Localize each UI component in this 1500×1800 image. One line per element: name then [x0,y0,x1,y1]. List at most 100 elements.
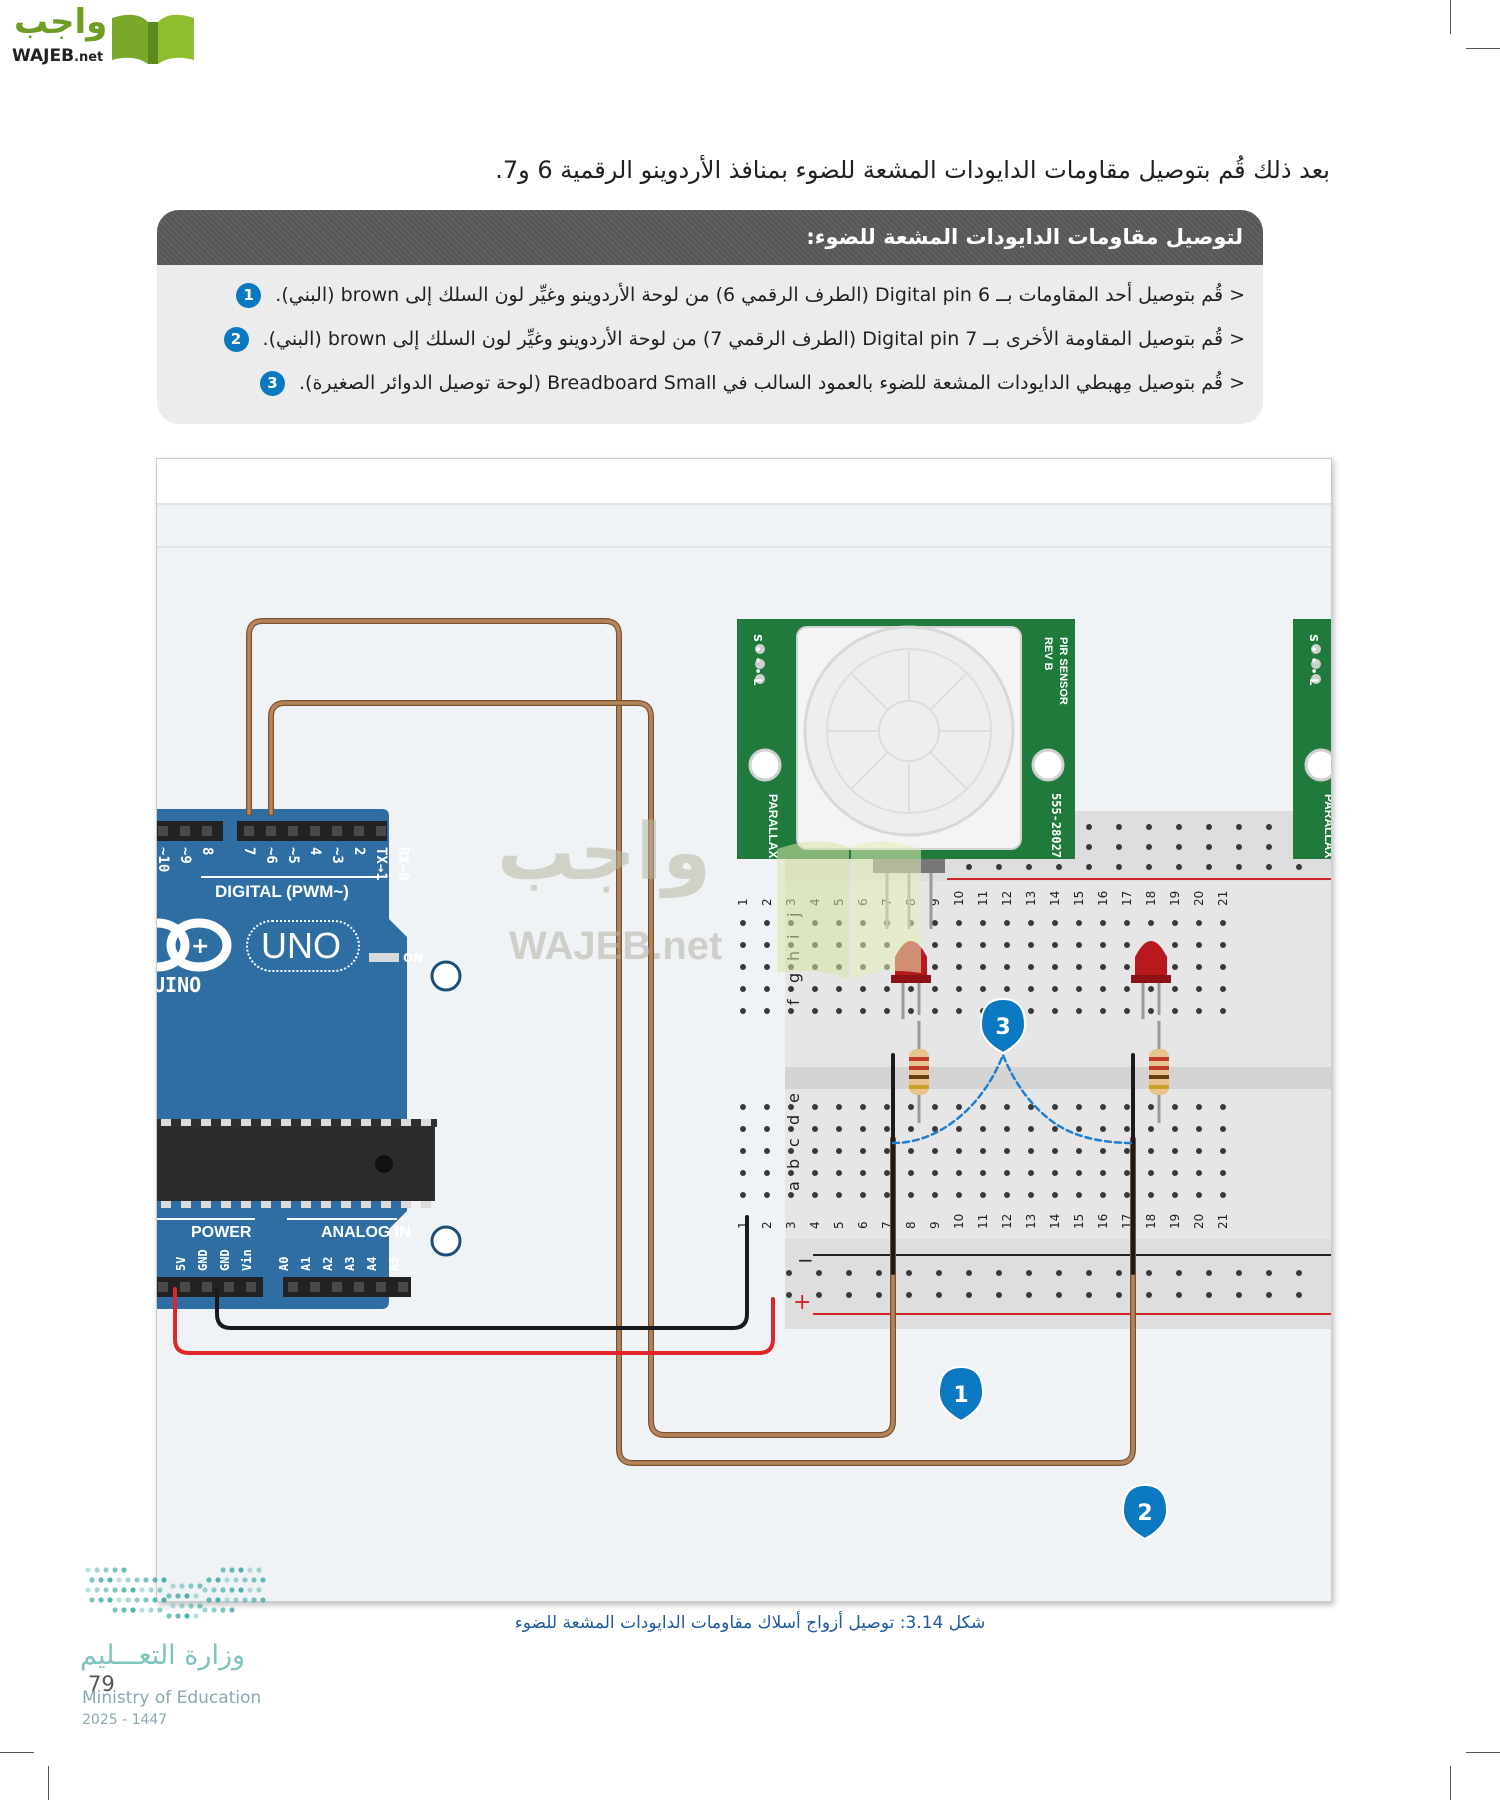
breadboard-hole [1086,824,1092,830]
breadboard-hole [1196,920,1202,926]
ministry-dot [260,1577,266,1583]
digital-pwm-label: DIGITAL (PWM~) [215,882,349,901]
breadboard-hole [1124,1104,1130,1110]
ministry-dot [85,1567,91,1573]
watermark-latin: WAJEB.net [509,924,722,968]
header-pin [244,826,254,836]
ministry-dot [116,1577,122,1583]
breadboard-hole [966,864,972,870]
breadboard-hole [980,1148,986,1154]
column-number: 20 [1192,1214,1206,1229]
marker-number: 3 [995,1015,1010,1040]
breadboard-hole [1172,920,1178,926]
chip-pin [241,1119,251,1126]
ministry-dot [202,1587,208,1593]
ministry-dot [148,1587,154,1593]
header-pin [202,1282,212,1292]
header-pin [398,1282,408,1292]
column-number: 18 [1144,1214,1158,1229]
ministry-dot [103,1567,109,1573]
arduino-brand-text: UINO [157,973,201,997]
breadboard-hole [932,1126,938,1132]
column-number: 1 [736,898,750,906]
chip-pin [341,1201,351,1208]
breadboard-hole [956,1104,962,1110]
breadboard-hole [956,1192,962,1198]
ministry-dot [161,1577,167,1583]
breadboard-hole [788,986,794,992]
ministry-dot [256,1567,262,1573]
breadboard-hole [884,986,890,992]
breadboard-hole [1028,1192,1034,1198]
ministry-dot [166,1593,172,1599]
ministry-dot [233,1597,239,1603]
ministry-dot [251,1577,257,1583]
breadboard-hole [1076,1192,1082,1198]
figure-caption: شكل 3.14: توصيل أزواج أسلاك مقاومات الدا… [350,1613,1150,1633]
column-number: 4 [808,1221,822,1229]
canvas-toolbar [157,459,1331,504]
crop-mark [1450,0,1451,34]
marker-number: 1 [953,1383,968,1408]
breadboard-hole [1056,1292,1062,1298]
chip-pin [261,1119,271,1126]
ministry-dot [130,1587,136,1593]
breadboard-hole [1052,1104,1058,1110]
breadboard-hole [764,920,770,926]
marker-1: 1 [937,1365,985,1423]
breadboard-hole [740,1170,746,1176]
ministry-dot [242,1597,248,1603]
instruction-box-title: لتوصيل مقاومات الدايودات المشعة للضوء: [157,210,1263,265]
row-letter: d [784,1115,803,1125]
breadboard-hole [936,1270,942,1276]
column-number: 21 [1216,891,1230,906]
breadboard-hole [1052,942,1058,948]
pin-label: 5V [174,1257,188,1271]
breadboard-hole [1076,964,1082,970]
pir-sensor: S • • • L PARALLAX [1293,619,1331,859]
breadboard-hole [1076,942,1082,948]
breadboard-hole [812,986,818,992]
breadboard-hole [980,1126,986,1132]
column-number: 2 [760,898,774,906]
breadboard-hole [1116,824,1122,830]
breadboard-hole [1172,1126,1178,1132]
breadboard-hole [1004,920,1010,926]
ministry-dot [121,1587,127,1593]
pin-label: ~5 [285,847,301,864]
intro-text: بعد ذلك قُم بتوصيل مقاومات الدايودات الم… [495,156,1330,184]
pir-label: PIR SENSOR [1057,637,1069,705]
pir-rev: REV B [1042,637,1054,671]
header-pin [288,1282,298,1292]
breadboard-hole [908,1170,914,1176]
ministry-dot [139,1607,145,1613]
header-pin [266,826,276,836]
row-letter: a [784,1181,803,1191]
pin-label: RX←0 [395,847,411,881]
ministry-dot [107,1577,113,1583]
brown-wire-pin6 [269,701,895,1437]
breadboard-hole [740,1104,746,1110]
breadboard-hole [932,1148,938,1154]
breadboard-hole [932,942,938,948]
ministry-dot [206,1577,212,1583]
breadboard-hole [1028,964,1034,970]
header-pin [310,1282,320,1292]
pin-label: TX→1 [373,847,389,881]
chip-pin [321,1119,331,1126]
breadboard-hole [1148,1148,1154,1154]
ministry-dot [98,1597,104,1603]
breadboard-hole [1100,986,1106,992]
column-number: 6 [856,1221,870,1229]
logo-latin-wrap: WAJEB.net [12,46,103,66]
ministry-dot [247,1567,253,1573]
pin-label: A4 [365,1257,379,1271]
breadboard-hole [936,1292,942,1298]
led-right [1131,941,1171,1019]
breadboard-hole [1196,964,1202,970]
breadboard-hole [812,1192,818,1198]
breadboard-hole [1146,864,1152,870]
breadboard-hole [1028,942,1034,948]
header-pin [310,826,320,836]
